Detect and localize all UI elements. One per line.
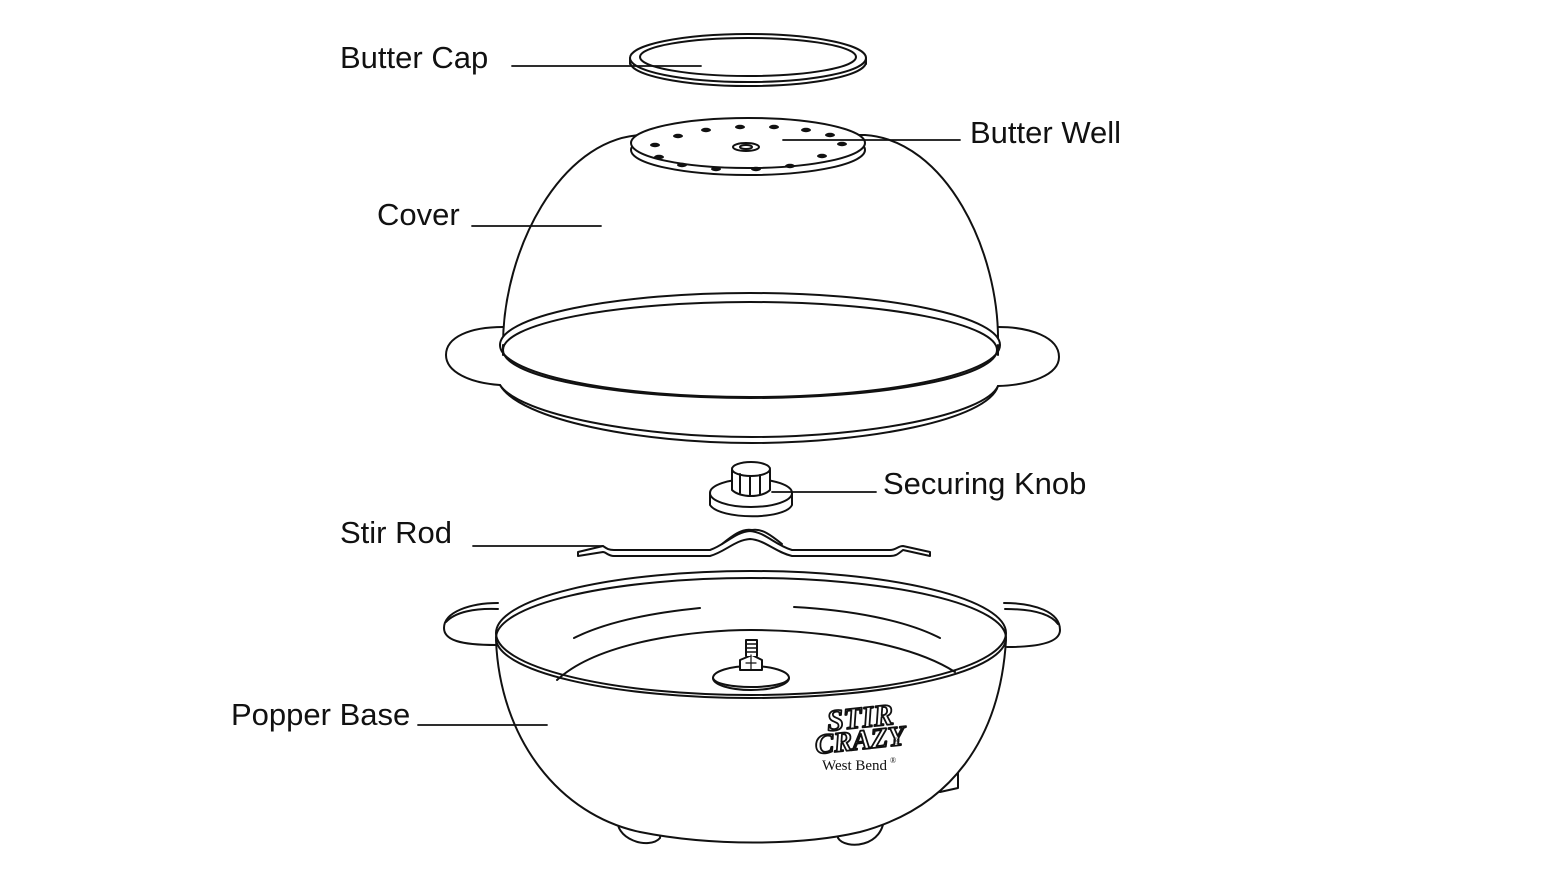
butter-cap-part [629,33,867,87]
cover-label: Cover [377,197,460,232]
popper-base-part: STIR CRAZY ® West Bend ® [443,570,1061,846]
logo-registered-mark-2: ® [890,756,896,765]
popper-base-label: Popper Base [231,697,411,732]
leader-lines [417,65,961,726]
securing-knob-part [709,461,793,518]
butter-well-label: Butter Well [970,115,1122,150]
logo-registered-mark-1: ® [893,736,900,746]
butter-well-holes [650,124,847,172]
butter-well-part [630,117,866,176]
logo-brand: West Bend [822,758,888,774]
stir-rod-label: Stir Rod [340,515,452,550]
butter-cap-label: Butter Cap [340,40,489,75]
logo-line1: STIR [825,698,895,738]
cover-part [445,134,1060,444]
securing-knob-label: Securing Knob [883,466,1087,501]
stir-rod-part [577,528,931,557]
